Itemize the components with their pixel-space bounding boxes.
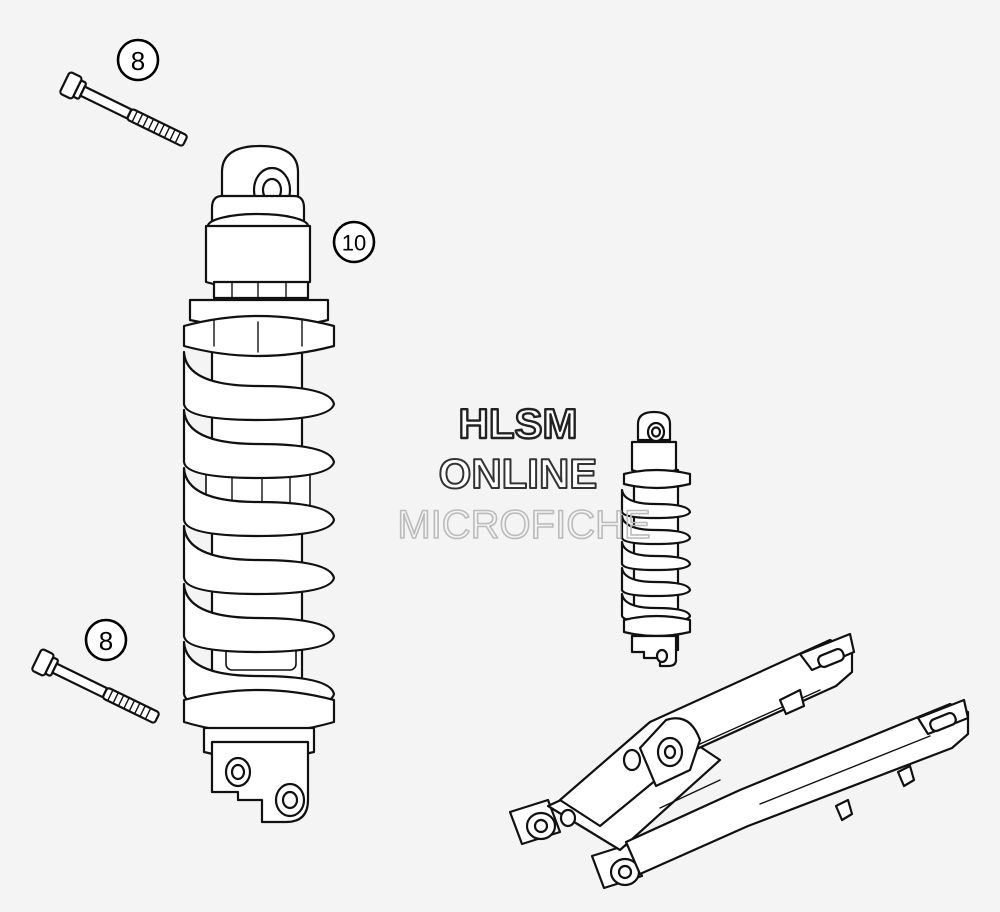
shock-absorber-small xyxy=(620,410,692,668)
callout-label: 10 xyxy=(342,231,366,256)
shock-absorber-large xyxy=(182,144,336,824)
bolt-bottom xyxy=(31,648,160,724)
callout-label: 8 xyxy=(99,626,113,656)
callout-10: 10 xyxy=(332,220,376,264)
bolt-top xyxy=(59,71,188,147)
watermark: HLSM ONLINE MICROFICHE xyxy=(397,399,652,548)
watermark-line2: ONLINE xyxy=(439,450,598,497)
watermark-line3: MICROFICHE xyxy=(397,503,650,547)
swingarm xyxy=(508,632,970,890)
callout-8-bottom: 8 xyxy=(84,618,128,662)
callout-label: 8 xyxy=(131,46,145,76)
callout-8-top: 8 xyxy=(116,38,160,82)
watermark-line1: HLSM xyxy=(459,400,578,447)
